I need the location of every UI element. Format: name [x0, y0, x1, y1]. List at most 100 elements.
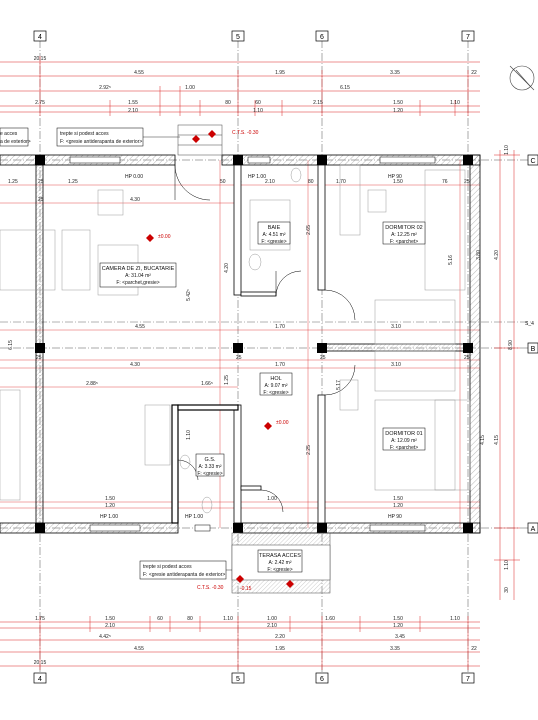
sill-bottom-left: HP 1.00: [100, 514, 118, 520]
dim-int-a6: 50: [220, 179, 226, 185]
room-wc-area: A: 3.33 m²: [198, 464, 221, 470]
room-bath-floor: F: <gresie>: [261, 239, 286, 245]
dim-int-c2: 3.10: [391, 324, 401, 330]
note-topleft-1: e acces: [0, 131, 18, 137]
dim-int-v10: 5.16: [448, 255, 454, 265]
dim-int-c1: 1.70: [275, 324, 285, 330]
leader-lines: [143, 136, 232, 571]
dim-bot-r4-c: 3.35: [390, 646, 400, 652]
dim-int-v6: 4.15: [480, 435, 486, 445]
dim-int-g4: 1.20: [393, 503, 403, 509]
section-mark: S_4: [525, 321, 534, 327]
dim-int-f1: 1.66⁵: [201, 381, 213, 387]
room-hall-area: A: 9.07 m²: [264, 383, 287, 389]
room-terrace-name: TERASA ACCES: [259, 553, 301, 559]
dim-int-e2: 3.10: [391, 362, 401, 368]
bottom-dimension-texts: 1.75 1.50 60 80 1.10 1.00 1.60 1.50 1.10…: [34, 616, 477, 666]
note-steps-bottom-2: F: <gresie antiderapanta de exterior>: [143, 572, 225, 578]
dim-total-bottom: 20.15: [34, 660, 47, 666]
dim-top-r4-e: 2.15: [313, 100, 323, 106]
dim-bot-r4-d: 22: [471, 646, 477, 652]
dim-int-a0: 1.25: [8, 179, 18, 185]
dim-int-g0: 1.50: [105, 496, 115, 502]
room-bed2-area: A: 12.25 m²: [391, 232, 417, 238]
dim-right-f: 30: [504, 587, 510, 593]
room-bed2-floor: F: <parchet>: [390, 239, 418, 245]
dim-top-r3-c: 6.15: [340, 85, 350, 91]
room-bed2-name: DORMITOR 02: [385, 225, 423, 231]
dim-top-r5-a: 2.10: [128, 108, 138, 114]
axis-label-7-bottom: 7: [466, 676, 470, 683]
dim-bot-r2-c: 1.20: [393, 623, 403, 629]
dim-int-g1: 1.20: [105, 503, 115, 509]
dim-right-d: 4.15: [494, 435, 500, 445]
dim-int-f0: 2.88⁵: [86, 381, 98, 387]
dim-bot-r4-a: 4.55: [134, 646, 144, 652]
axis-label-b: B: [531, 346, 536, 353]
dim-int-a2: 1.25: [68, 179, 78, 185]
dim-bot-r1-f: 1.00: [267, 616, 277, 622]
room-bed1-name: DORMITOR 01: [385, 431, 423, 437]
dim-top-5-6: 1.95: [275, 70, 285, 76]
interior-dimension-lines: [0, 160, 480, 528]
dim-top-r4-b: 1.55: [128, 100, 138, 106]
dim-right-c: 8.90: [508, 340, 514, 350]
sill-wc: HP 1.00: [185, 514, 203, 520]
level-hall: ±0.00: [276, 420, 289, 426]
cts-top: C.T.S. -0.30: [232, 130, 259, 136]
axis-label-a: A: [531, 526, 536, 533]
dim-bot-r2-a: 2.10: [105, 623, 115, 629]
bottom-dimension-lines: [0, 616, 480, 670]
windows: [69, 156, 436, 532]
note-steps-top-2: F: <gresie antiderapanta de exterior>: [60, 139, 142, 145]
dim-int-d2: 25: [320, 355, 326, 361]
dim-right-b: 4.20: [494, 250, 500, 260]
dim-top-r5-c: 1.20: [393, 108, 403, 114]
dim-int-a10: 25: [464, 179, 470, 185]
door-swings: [174, 164, 356, 513]
axis-label-5-bottom: 5: [236, 676, 240, 683]
dim-int-b0: 4.30: [130, 197, 140, 203]
room-bed1-area: A: 12.09 m²: [391, 438, 417, 444]
room-bath-name: BAIE: [268, 225, 281, 231]
note-topleft-2: a de exterior>: [0, 139, 31, 145]
room-wc-floor: F: <gresie>: [197, 471, 222, 477]
dim-bot-r1-a: 1.75: [35, 616, 45, 622]
dim-int-e1: 1.70: [275, 362, 285, 368]
dim-int-e0: 4.30: [130, 362, 140, 368]
dim-top-r4-a: 2.75: [35, 100, 45, 106]
room-bed1-floor: F: <parchet>: [390, 445, 418, 451]
dim-top-r4-f: 1.50: [393, 100, 403, 106]
right-dimension-texts: 1.10 4.20 8.90 4.15 1.10 30: [494, 145, 514, 593]
axis-label-7-top: 7: [466, 34, 470, 41]
dim-bot-r1-b: 1.50: [105, 616, 115, 622]
top-dimension-texts: 20.15 4.55 1.95 3.35 22 2.92⁵ 1.00 6.15 …: [34, 56, 477, 114]
note-steps-top-1: trepte si podest acces: [60, 131, 109, 137]
dim-int-v4: 6.15: [8, 340, 14, 350]
dim-int-v2: 1.25: [224, 375, 230, 385]
sill-bed1: HP 90: [388, 514, 402, 520]
dim-top-6-7: 3.35: [390, 70, 400, 76]
room-hall-name: HOL: [270, 376, 281, 382]
dim-int-g2: 1.50: [393, 496, 403, 502]
dim-top-r4-d: 60: [255, 100, 261, 106]
dim-int-a5: 80: [308, 179, 314, 185]
axis-label-c: C: [530, 158, 535, 165]
dim-int-a7: 1.70: [336, 179, 346, 185]
room-terrace-floor: F: <gresie>: [267, 567, 292, 573]
dim-bot-r1-c: 60: [157, 616, 163, 622]
axis-label-4-bottom: 4: [38, 676, 42, 683]
room-living-name: CAMERA DE ZI, BUCATARIE: [102, 266, 175, 272]
dim-int-v5: 2.25: [306, 445, 312, 455]
elevation-texts: ±0.00 ±0.00 C.T.S. -0.30 C.T.S. -0.30 -0…: [158, 130, 289, 592]
sill-height-labels: HP 0.00 HP 1.00 HP 90 HP 1.00 HP 1.00 HP…: [100, 174, 534, 520]
dim-int-v8: 1.10: [186, 430, 192, 440]
north-arrow-icon: [509, 65, 535, 91]
dim-bot-r1-g: 1.60: [325, 616, 335, 622]
dim-bot-r3-b: 2.20: [275, 634, 285, 640]
axis-markers-top: 4 5 6 7: [33, 30, 475, 42]
dim-bot-r2-b: 2.10: [267, 623, 277, 629]
dim-int-a9: 76: [442, 179, 448, 185]
axis-markers-bottom: 4 5 6 7: [33, 672, 475, 684]
